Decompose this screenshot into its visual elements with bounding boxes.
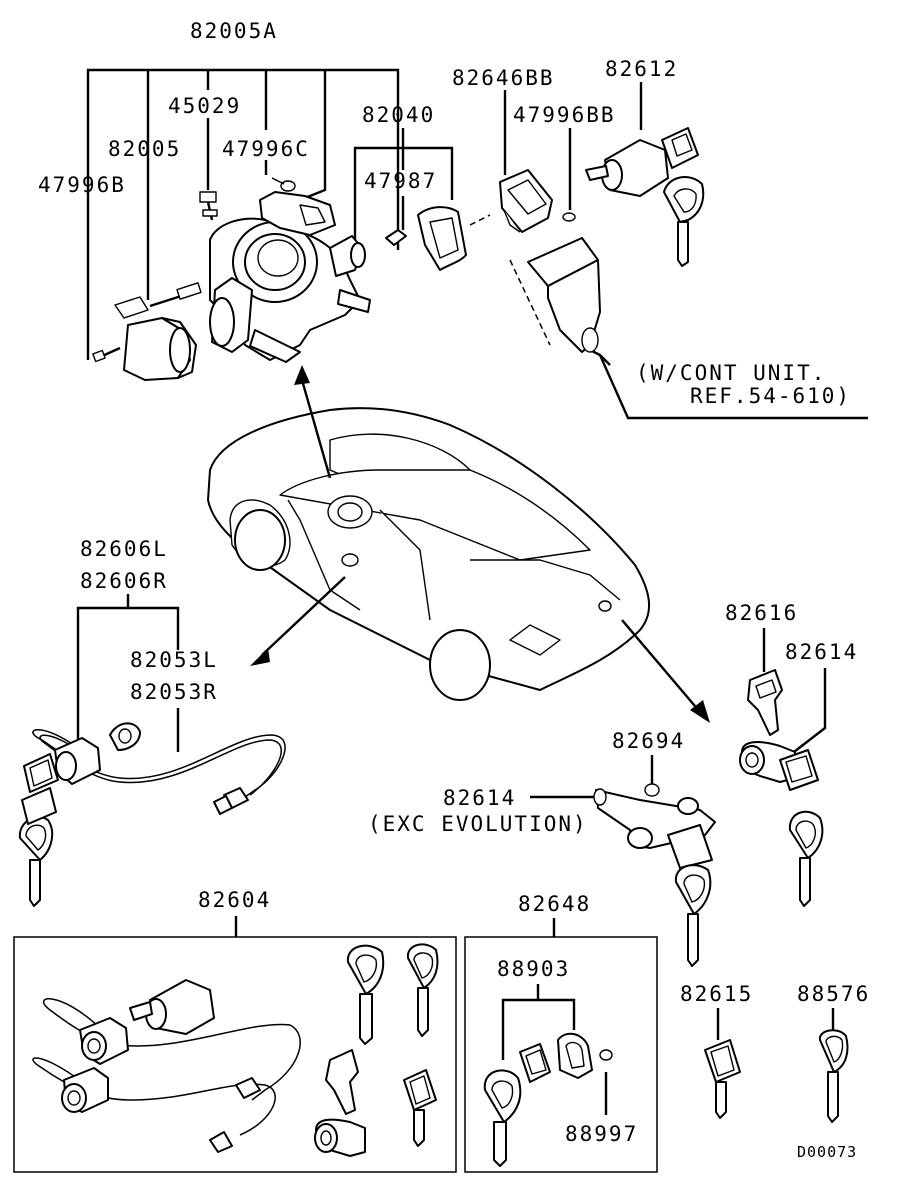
label-cont-unit-line2: REF.54-610) [690,384,851,408]
label-82694: 82694 [612,729,685,753]
label-82612: 82612 [605,57,678,81]
immobilizer-control-unit-82646BB [499,169,576,233]
label-82606R: 82606R [80,569,168,593]
pointer-arrows [250,365,710,723]
trunk-lock-82614-82616 [739,628,827,907]
label-82615: 82615 [680,982,753,1006]
label-82604: 82604 [198,888,271,912]
label-47996C: 47996C [222,137,310,161]
label-82614-center: 82614 [443,786,516,810]
label-82606L: 82606L [80,537,168,561]
label-82614-right: 82614 [785,640,858,664]
key-blanks [704,1008,849,1123]
label-drawing-code: D00073 [797,1143,857,1161]
label-cont-unit-line1: (W/CONT UNIT. [636,361,826,385]
label-82005A: 82005A [190,19,278,43]
lock-set-82604 [13,916,457,1173]
label-82648: 82648 [518,892,591,916]
ignition-cylinder-82612 [585,127,705,267]
label-88997: 88997 [565,1122,638,1146]
label-88576: 88576 [797,982,870,1006]
label-45029: 45029 [168,94,241,118]
steering-lock-assembly [92,177,371,381]
label-82616: 82616 [725,601,798,625]
label-82053L: 82053L [130,648,218,672]
key-set-82648 [464,918,658,1173]
key-reminder-switch-82040 [385,206,467,271]
label-47987: 47987 [364,169,437,193]
leader-lines-ignition-assembly [86,68,868,420]
label-88903: 88903 [497,957,570,981]
control-unit-bracket [527,237,601,353]
label-82646BB: 82646BB [452,66,555,90]
trunk-lock-cylinder-82614 [530,755,716,967]
car-outline [207,407,651,701]
label-exc-evolution: (EXC EVOLUTION) [368,812,588,836]
door-lock-cylinder-assembly-82606 [18,594,286,907]
label-82053R: 82053R [130,680,218,704]
label-47996B: 47996B [38,173,126,197]
label-82005: 82005 [108,137,181,161]
label-47996BB: 47996BB [513,103,616,127]
